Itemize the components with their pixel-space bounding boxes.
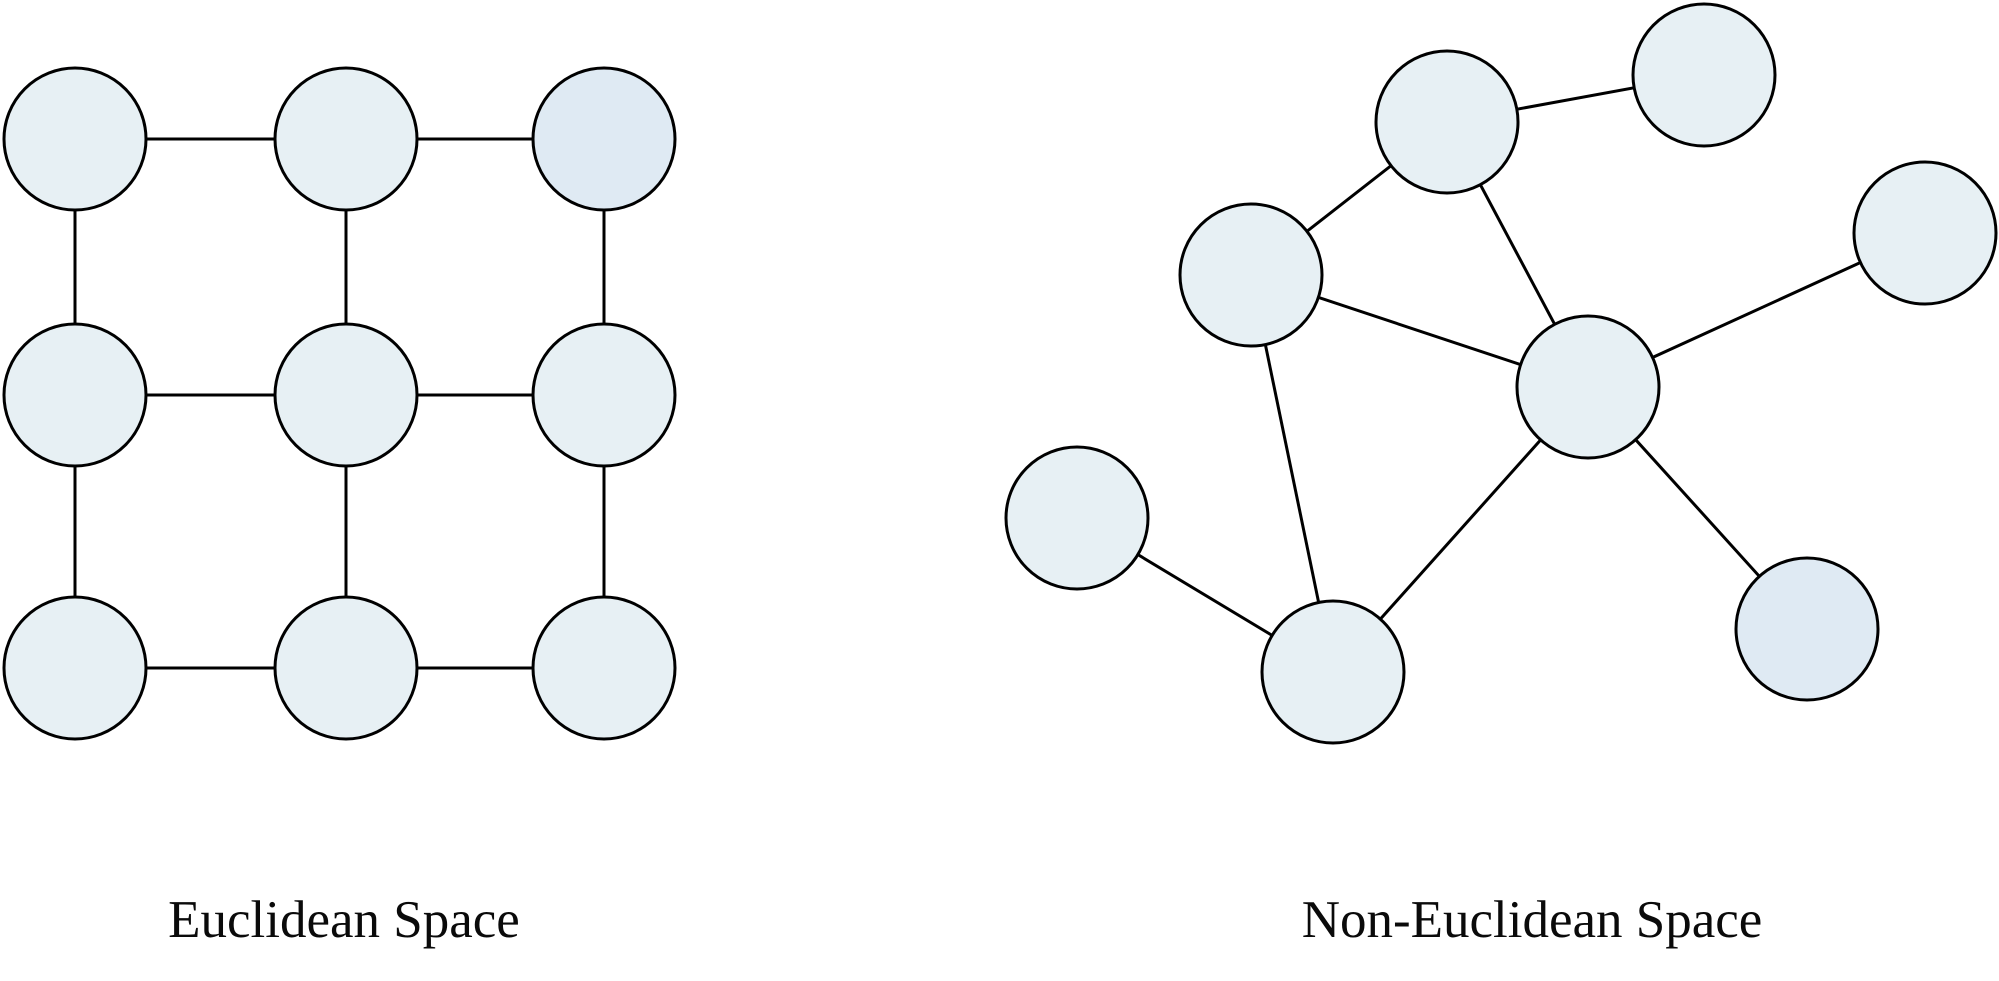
non-euclidean-node-g (1260, 599, 1406, 745)
non-euclidean-nodes (1004, 2, 1998, 745)
euclidean-nodes (2, 66, 677, 741)
euclidean-node-r0c0 (2, 66, 148, 212)
non-euclidean-label: Non-Euclidean Space (1302, 891, 1763, 949)
non-euclidean-node-e (1515, 314, 1661, 460)
euclidean-node-r2c0 (2, 595, 148, 741)
non-euclidean-node-c (1852, 160, 1998, 306)
euclidean-graph: Euclidean Space (2, 66, 677, 949)
non-euclidean-graph: Non-Euclidean Space (1004, 2, 1998, 949)
euclidean-node-r2c1 (273, 595, 419, 741)
euclidean-label: Euclidean Space (168, 891, 520, 949)
non-euclidean-node-d (1178, 202, 1324, 348)
euclidean-node-r0c1 (273, 66, 419, 212)
euclidean-node-r2c2 (531, 595, 677, 741)
non-euclidean-node-a (1374, 49, 1520, 195)
non-euclidean-node-b (1631, 2, 1777, 148)
euclidean-node-r1c0 (2, 322, 148, 468)
euclidean-node-r0c2 (531, 66, 677, 212)
euclidean-node-r1c1 (273, 322, 419, 468)
non-euclidean-node-h (1004, 445, 1150, 591)
non-euclidean-node-f (1734, 556, 1880, 702)
euclidean-node-r1c2 (531, 322, 677, 468)
